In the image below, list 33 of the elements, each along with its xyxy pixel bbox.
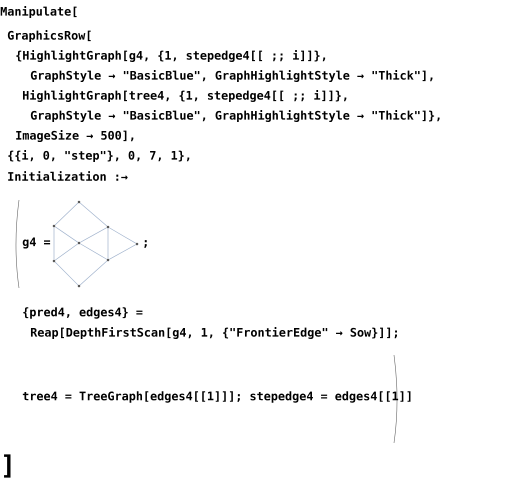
graph-edge [108, 244, 136, 260]
code-line: {pred4, edges4} = [23, 307, 142, 319]
graph-edge [108, 227, 136, 244]
code-line: Initialization :→ [8, 171, 128, 181]
graph-edge [80, 202, 108, 226]
graph-vertex [136, 242, 138, 246]
code-line: HighlightGraph[tree4, {1, stepedge4[[ ;; i]]}, [22, 90, 346, 102]
graph-vertex [106, 226, 110, 228]
code-line: GraphStyle → "BasicBlue", GraphHighlightStyle → "Thick"], [30, 70, 432, 82]
code-line: Reap[DepthFirstScan[g4, 1, {"FrontierEdge" → Sow}]]; [30, 326, 397, 340]
code-line: GraphicsRow[ [8, 30, 91, 42]
code-line: ] [4, 454, 10, 478]
code-line: tree4 = TreeGraph[edges4[[1]]]; stepedge4 = edges4[[1]] [22, 391, 410, 403]
graph-vertex [78, 284, 80, 288]
graph-edge [80, 227, 108, 243]
code-line: {{i, 0, "step"}, 0, 7, 1}, [8, 150, 190, 162]
code-line: Manipulate[ [0, 6, 77, 18]
graph-edge [54, 202, 78, 226]
graph-vertex [78, 242, 80, 244]
graph-vertex [52, 224, 56, 228]
code-line: {HighlightGraph[g4, {1, stepedge4[[ ;; i]]}, [16, 50, 326, 62]
graph-edge [54, 226, 78, 242]
graph-edge [54, 244, 78, 260]
graph-vertex [78, 200, 80, 204]
code-line: ImageSize → 500], [16, 130, 134, 142]
graph-vertex [52, 260, 56, 262]
code-line: g4 = [22, 237, 50, 249]
graph-vertex [106, 258, 110, 262]
graph-edge [80, 243, 108, 260]
graph-edge [54, 262, 78, 286]
code-line: GraphStyle → "BasicBlue", GraphHighlightStyle → "Thick"]}, [30, 110, 440, 122]
code-line: ; [144, 240, 147, 248]
graph-edge [80, 260, 108, 286]
